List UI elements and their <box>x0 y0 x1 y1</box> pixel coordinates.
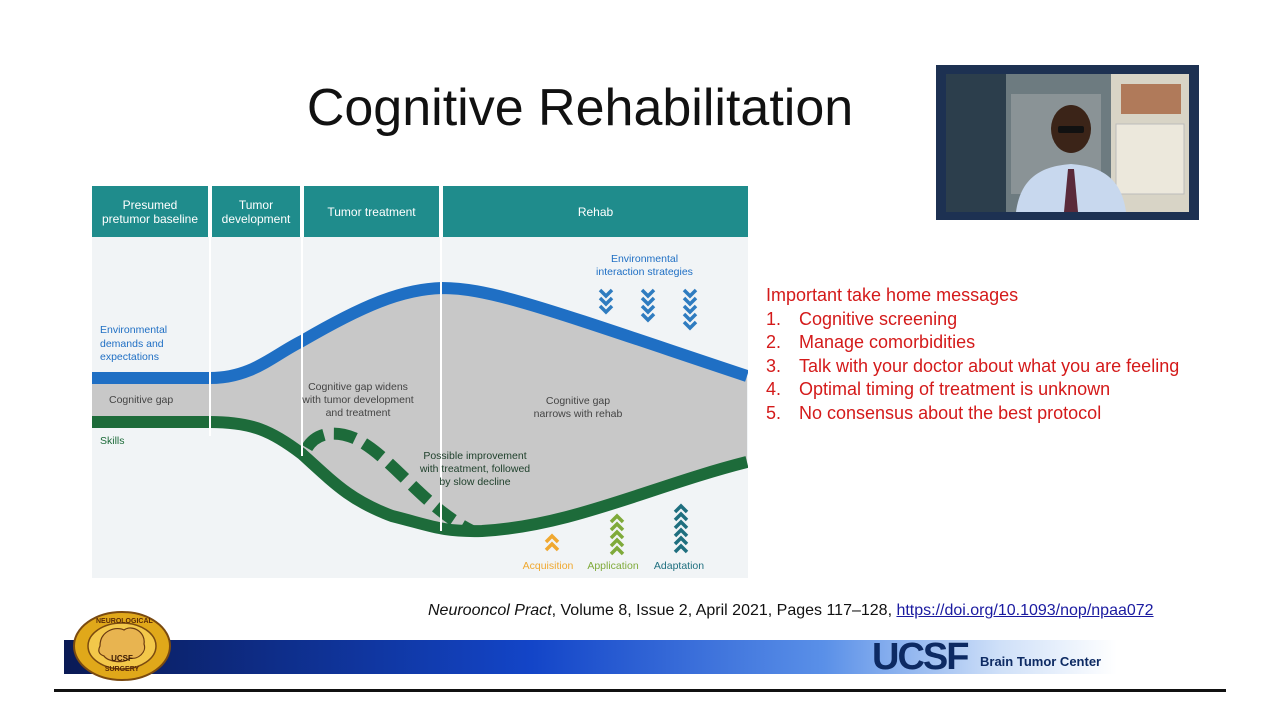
message-text: Optimal timing of treatment is unknown <box>799 379 1111 399</box>
application-chevrons <box>609 513 625 556</box>
label-adaptation: Adaptation <box>653 560 705 572</box>
message-item: 2. Manage comorbidities <box>766 331 1236 355</box>
message-item: 5. No consensus about the best protocol <box>766 402 1236 426</box>
label-application: Application <box>587 560 639 572</box>
citation-details: , Volume 8, Issue 2, April 2021, Pages 1… <box>551 602 897 619</box>
seal-icon <box>73 611 171 681</box>
cognitive-rehab-diagram: Presumed pretumor baseline Tumor develop… <box>92 186 749 578</box>
brain-tumor-center-label: Brain Tumor Center <box>980 654 1102 669</box>
environmental-demands-line <box>92 281 749 384</box>
header-pretumor-baseline: Presumed pretumor baseline <box>92 186 208 237</box>
footer-rule <box>54 689 1226 692</box>
message-item: 1. Cognitive screening <box>766 308 1236 332</box>
annotation-env-strategies: Environmental interaction strategies <box>596 253 693 278</box>
speaker-video-thumbnail[interactable] <box>936 65 1199 220</box>
message-number: 4. <box>766 379 782 399</box>
neurosurgery-seal-logo: NEUROLOGICAL SURGERY UCSF <box>72 610 172 682</box>
message-number: 5. <box>766 402 782 423</box>
diagram-svg <box>92 186 749 578</box>
seal-text-center: UCSF <box>111 654 133 663</box>
header-tumor-treatment: Tumor treatment <box>304 186 439 237</box>
message-text: Cognitive screening <box>799 308 958 329</box>
annotation-gap-narrows: Cognitive gap narrows with rehab <box>533 395 623 420</box>
message-number: 1. <box>766 308 782 329</box>
seal-text-bottom: SURGERY <box>104 666 140 673</box>
adaptation-chevrons <box>673 503 689 554</box>
header-rehab: Rehab <box>443 186 748 237</box>
messages-heading: Important take home messages <box>766 285 1019 305</box>
message-number: 3. <box>766 355 782 376</box>
env-strategy-chevrons <box>598 288 698 331</box>
label-skills: Skills <box>100 435 125 447</box>
message-text: Manage comorbidities <box>799 332 976 352</box>
possible-improvement-dashed-line <box>301 427 475 537</box>
annotation-gap-widens: Cognitive gap widens with tumor developm… <box>302 381 414 419</box>
label-cognitive-gap: Cognitive gap <box>109 394 174 406</box>
take-home-messages: Important take home messages 1. Cognitive… <box>766 284 1236 425</box>
message-text: No consensus about the best protocol <box>799 402 1102 423</box>
message-number: 2. <box>766 332 782 352</box>
label-environmental-demands: Environmental demands and expectations <box>100 324 168 363</box>
message-text: Talk with your doctor about what you are… <box>799 355 1180 376</box>
citation: Neurooncol Pract, Volume 8, Issue 2, Apr… <box>428 602 1154 620</box>
label-acquisition: Acquisition <box>522 560 574 572</box>
header-tumor-development: Tumor development <box>212 186 300 237</box>
footer-gradient-bar <box>64 640 1234 674</box>
speaker-illustration <box>946 74 1189 212</box>
citation-doi-link[interactable]: https://doi.org/10.1093/nop/npaa072 <box>896 602 1154 619</box>
slide-title: Cognitive Rehabilitation <box>306 79 854 137</box>
message-item: 3. Talk with your doctor about what you a… <box>766 355 1236 379</box>
ucsf-logo: UCSF <box>872 636 969 678</box>
skills-line <box>92 416 749 538</box>
annotation-possible-improvement: Possible improvement with treatment, fol… <box>419 450 531 488</box>
message-item: 4. Optimal timing of treatment is unknown <box>766 378 1236 402</box>
citation-journal: Neurooncol Pract <box>428 602 552 619</box>
acquisition-chevrons <box>544 533 560 552</box>
seal-text-top: NEUROLOGICAL <box>96 618 153 625</box>
cognitive-gap-area <box>92 288 747 532</box>
speaker-video-frame <box>946 74 1189 212</box>
